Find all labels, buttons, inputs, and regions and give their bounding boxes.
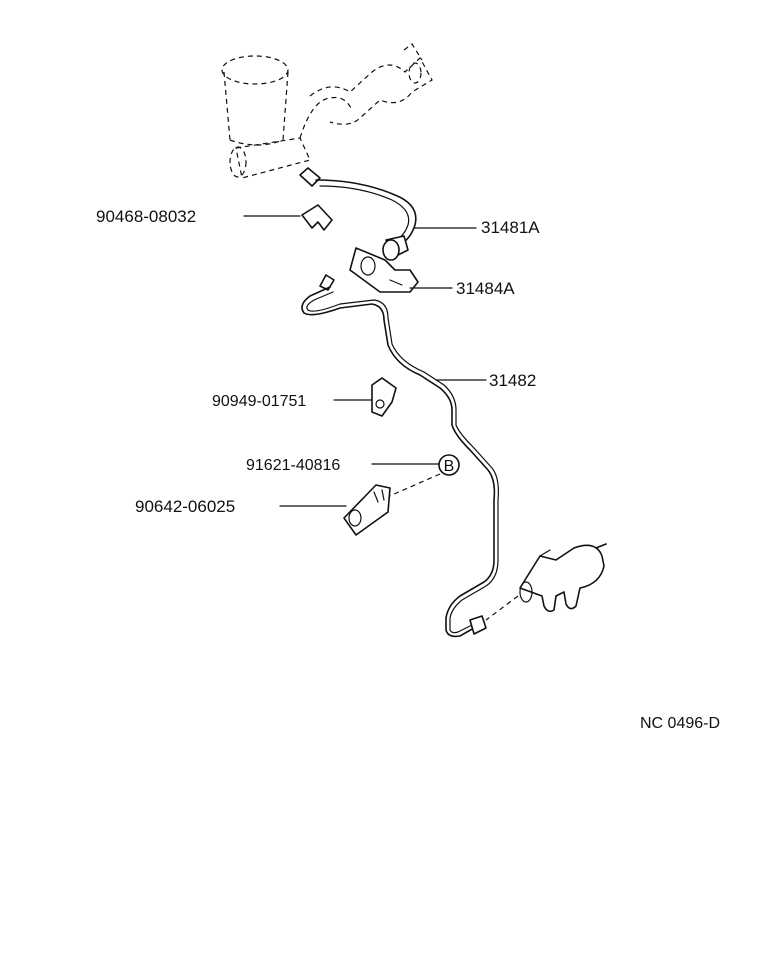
marker-b-label: B	[444, 458, 455, 475]
label-31482: 31482	[489, 371, 536, 390]
label-31481a: 31481A	[481, 218, 540, 237]
flexible-hose	[299, 167, 417, 261]
release-cylinder	[519, 543, 607, 613]
clutch-tube	[301, 274, 499, 638]
bolt-marker: B	[438, 454, 460, 476]
label-91621-40816: 91621-40816	[246, 457, 340, 474]
leader-lines	[243, 215, 487, 507]
label-90949-01751: 90949-01751	[212, 393, 306, 410]
bracket-31484a	[349, 247, 419, 293]
label-31484a: 31484A	[456, 279, 515, 298]
label-90642-06025: 90642-06025	[135, 497, 235, 516]
diagram-reference: NC 0496-D	[640, 715, 720, 732]
label-90468-08032: 90468-08032	[96, 207, 196, 226]
clip-90468	[301, 204, 333, 231]
bracket-90642	[343, 484, 391, 536]
master-cylinder	[221, 43, 433, 179]
clamp-90949	[371, 377, 397, 417]
